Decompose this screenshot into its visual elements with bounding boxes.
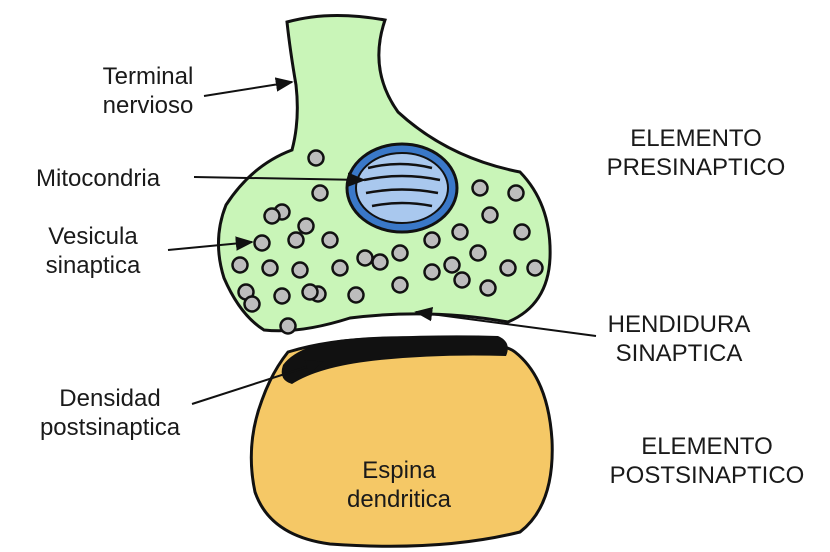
synaptic-vesicle: [293, 263, 308, 278]
label-hendidura-sinaptica: HENDIDURA SINAPTICA: [594, 310, 764, 368]
label-densidad-postsinaptica: Densidad postsinaptica: [22, 384, 198, 442]
synaptic-vesicle: [453, 225, 468, 240]
label-vesicula-sinaptica: Vesicula sinaptica: [28, 222, 158, 280]
mitochondrion: [347, 144, 457, 232]
synaptic-vesicle: [393, 246, 408, 261]
synaptic-vesicle: [233, 258, 248, 273]
synaptic-vesicle: [255, 236, 270, 251]
synaptic-vesicle: [275, 289, 290, 304]
synaptic-vesicle: [455, 273, 470, 288]
synaptic-vesicle: [528, 261, 543, 276]
synaptic-vesicle: [263, 261, 278, 276]
synaptic-vesicle: [373, 255, 388, 270]
label-elemento-postsinaptico: ELEMENTO POSTSINAPTICO: [588, 432, 826, 490]
label-elemento-presinaptico: ELEMENTO PRESINAPTICO: [584, 124, 808, 182]
synaptic-vesicle: [309, 151, 324, 166]
synaptic-vesicle: [313, 186, 328, 201]
synaptic-vesicle: [483, 208, 498, 223]
synaptic-vesicle: [481, 281, 496, 296]
synaptic-vesicle: [425, 265, 440, 280]
synaptic-vesicle: [333, 261, 348, 276]
synaptic-vesicle: [445, 258, 460, 273]
label-mitocondria: Mitocondria: [36, 164, 160, 193]
synaptic-vesicle: [473, 181, 488, 196]
synaptic-vesicle: [358, 251, 373, 266]
label-terminal-line2: nervioso: [86, 91, 210, 120]
synaptic-vesicle: [265, 209, 280, 224]
synaptic-vesicle: [509, 186, 524, 201]
label-vesicula-line1: Vesicula: [28, 222, 158, 251]
synaptic-vesicle: [425, 233, 440, 248]
synaptic-vesicle: [349, 288, 364, 303]
synaptic-vesicle: [515, 225, 530, 240]
synaptic-vesicle: [289, 233, 304, 248]
synaptic-vesicle: [281, 319, 296, 334]
synaptic-vesicle: [299, 219, 314, 234]
label-densidad-line1: Densidad: [22, 384, 198, 413]
synaptic-vesicle: [323, 233, 338, 248]
label-elemento-post-line1: ELEMENTO: [588, 432, 826, 461]
label-terminal-line1: Terminal: [86, 62, 210, 91]
label-elemento-pre-line2: PRESINAPTICO: [584, 153, 808, 182]
synaptic-vesicle: [245, 297, 260, 312]
synaptic-vesicle: [393, 278, 408, 293]
label-espina-line2: dendritica: [324, 485, 474, 514]
label-terminal-nervioso: Terminal nervioso: [86, 62, 210, 120]
arrow-terminal: [204, 82, 292, 96]
synaptic-vesicle: [501, 261, 516, 276]
label-elemento-post-line2: POSTSINAPTICO: [588, 461, 826, 490]
label-hendidura-line2: SINAPTICA: [594, 339, 764, 368]
label-vesicula-line2: sinaptica: [28, 251, 158, 280]
synaptic-vesicle: [303, 285, 318, 300]
label-hendidura-line1: HENDIDURA: [594, 310, 764, 339]
label-densidad-line2: postsinaptica: [22, 413, 198, 442]
label-elemento-pre-line1: ELEMENTO: [584, 124, 808, 153]
label-mitocondria-text: Mitocondria: [36, 164, 160, 193]
label-espina-dendritica: Espina dendritica: [324, 456, 474, 514]
synaptic-vesicle: [471, 246, 486, 261]
label-espina-line1: Espina: [324, 456, 474, 485]
